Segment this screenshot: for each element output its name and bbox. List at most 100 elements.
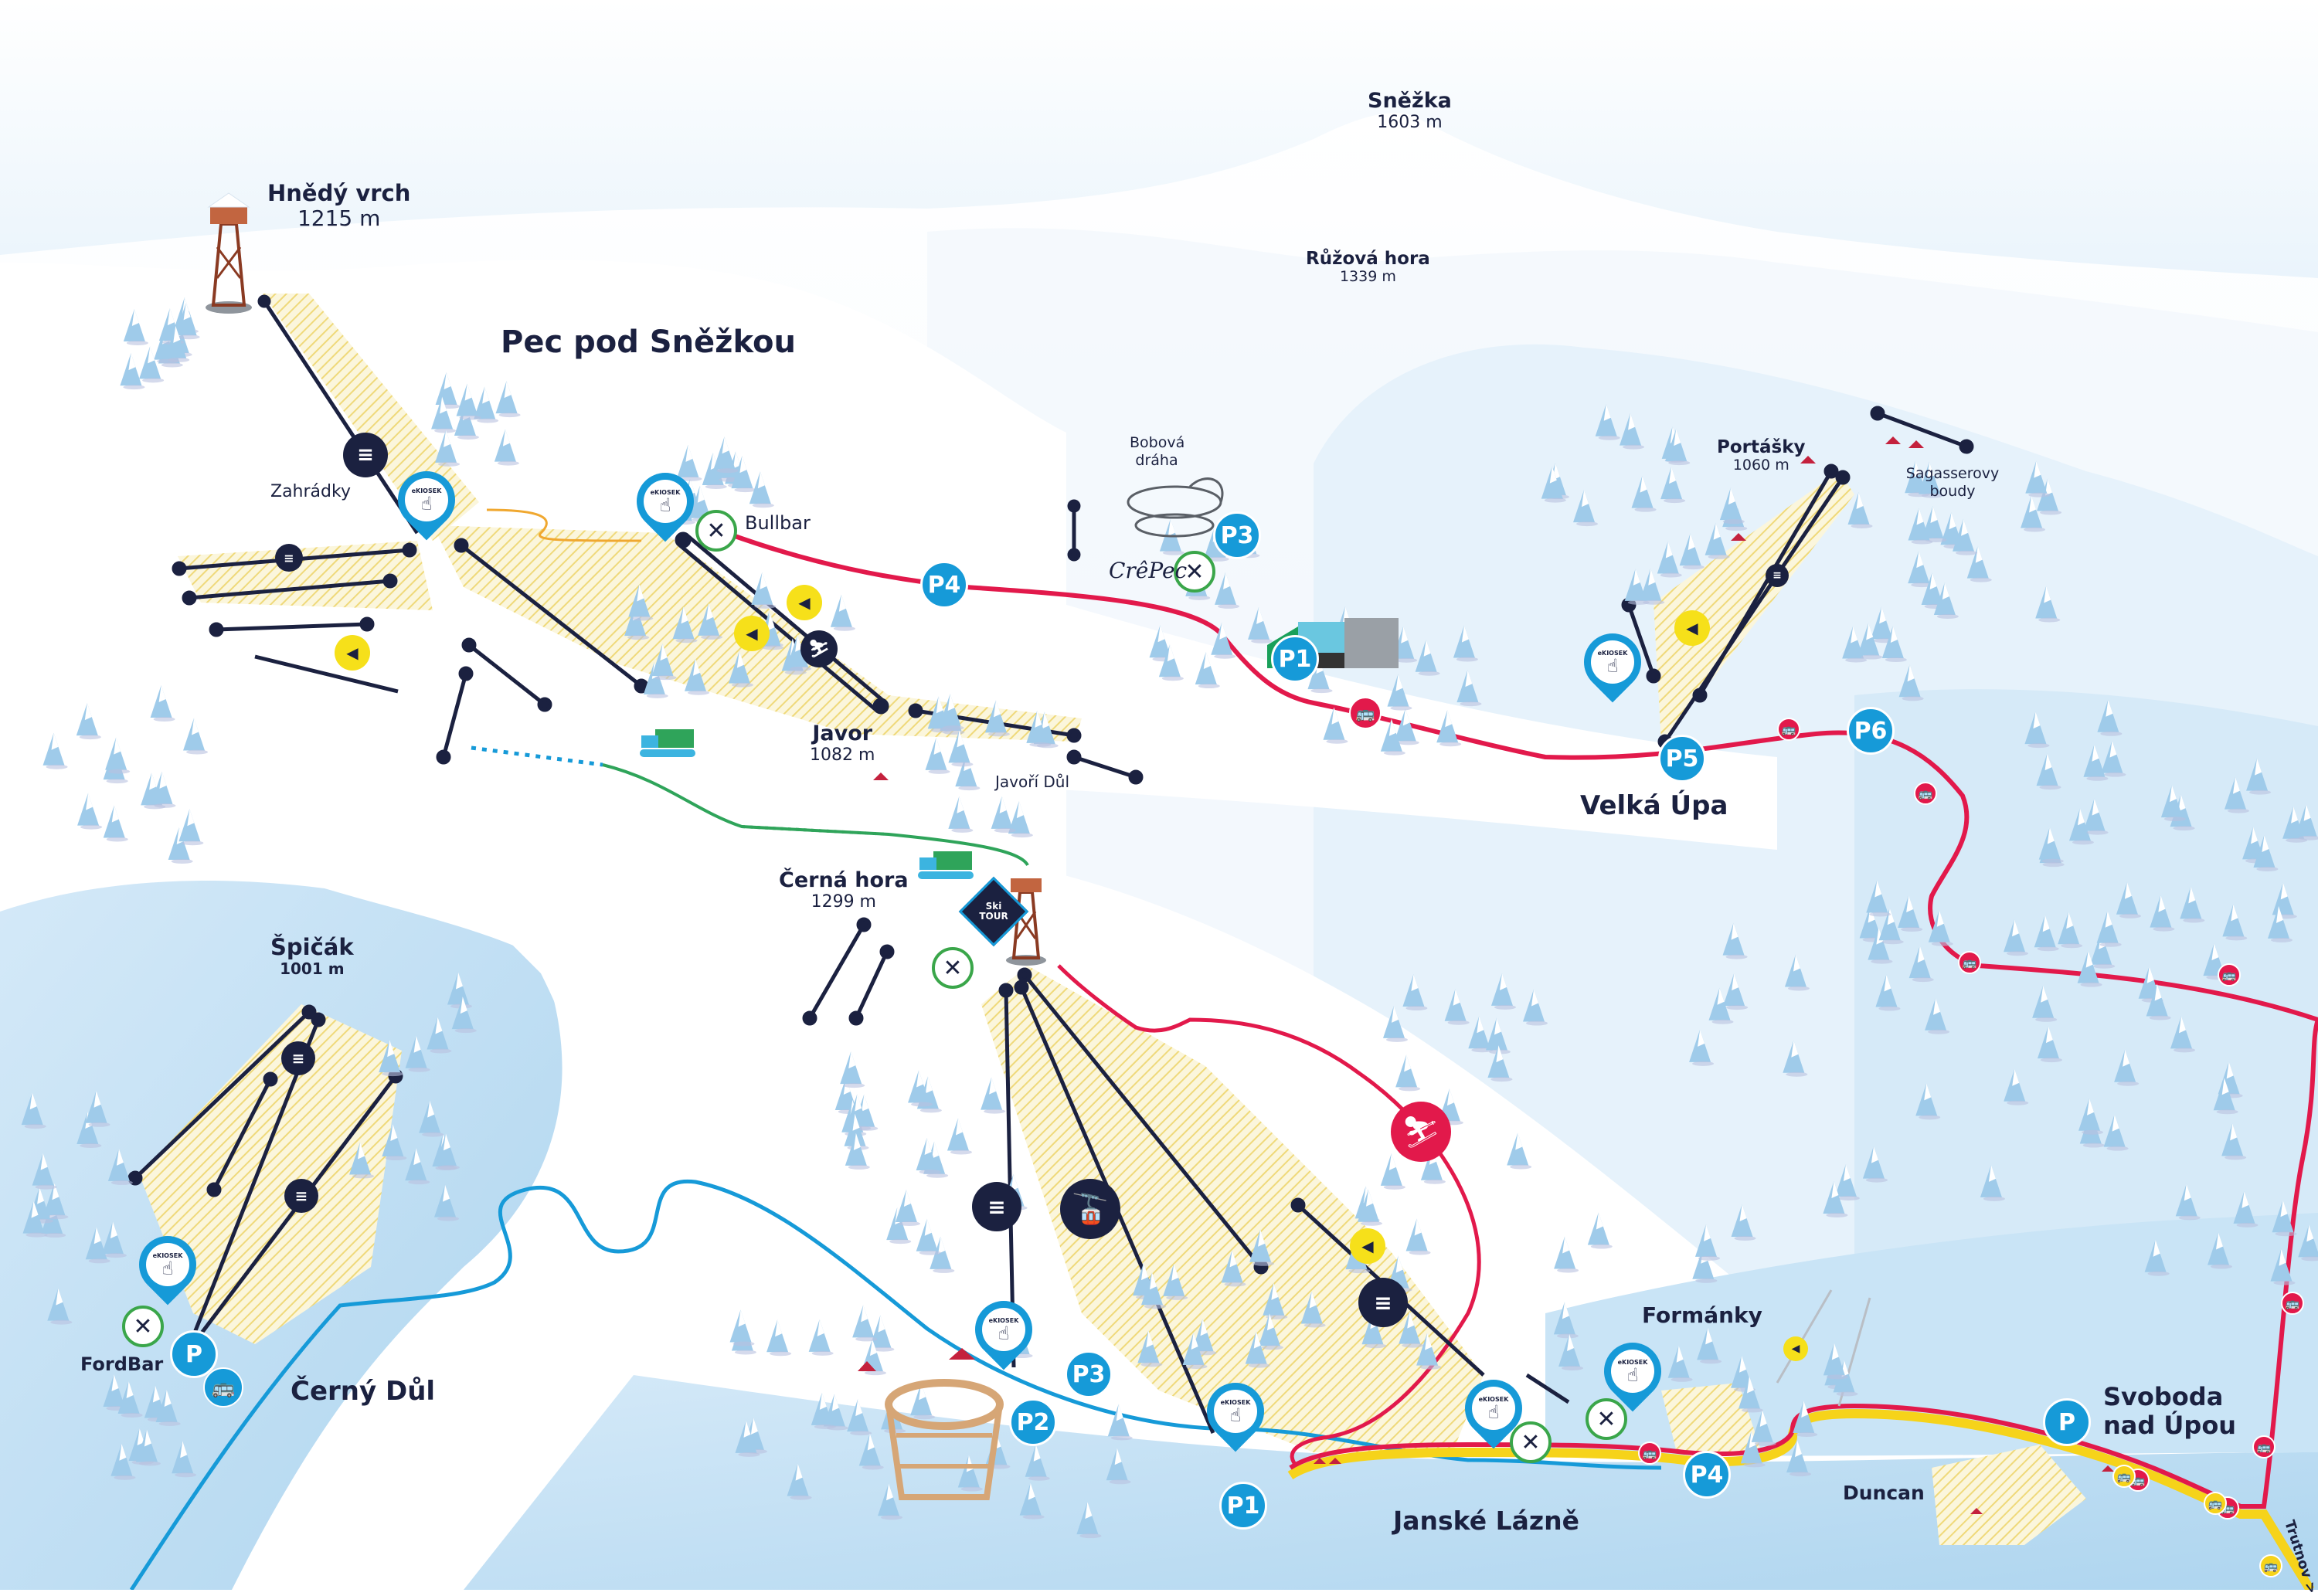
peak-elevation: 1299 m [811, 892, 876, 912]
chairlift-spicak-top-icon[interactable]: ≡ [281, 1041, 315, 1075]
restaurant-fordbar-label[interactable]: FordBar [80, 1353, 164, 1375]
peak-elevation: 1082 m [810, 745, 875, 766]
peak-spicak: Špičák 1001 m [270, 934, 354, 978]
night-skiing-icon: ◀ [787, 585, 822, 620]
fork-knife-icon: ✕ [1521, 1428, 1541, 1456]
peak-hnedy-vrch: Hnědý vrch 1215 m [267, 180, 411, 232]
bus-stop-icon[interactable]: 🚌 [1638, 1441, 1661, 1465]
parking-p5[interactable]: P5 [1658, 735, 1706, 783]
fork-knife-icon: ✕ [1184, 558, 1205, 586]
peak-name: Portášky [1717, 437, 1806, 457]
peak-name: Černá hora [779, 868, 909, 892]
place-javori-dul: Javoří Důl [995, 773, 1069, 791]
bus-stop-yellow-icon[interactable]: 🚌 [2204, 1492, 2227, 1515]
ekiosek-janske-p1[interactable]: eKIOSEK☝ [1195, 1370, 1276, 1457]
pec-ridge [46, 344, 1777, 865]
parking-p3-janske[interactable]: P3 [1065, 1350, 1113, 1398]
restaurant-bullbar-icon[interactable]: ✕ [695, 510, 737, 552]
chairlift-hnedy-vrch-icon[interactable]: ≡ [343, 433, 388, 477]
peak-ruzova-hora: Růžová hora 1339 m [1306, 249, 1430, 286]
parking-p1-janske[interactable]: P1 [1219, 1482, 1267, 1530]
chairlift-spicak-low-icon[interactable]: ≡ [284, 1179, 318, 1213]
parking-p4-janske[interactable]: P4 [1683, 1451, 1731, 1499]
parking-p3-pec[interactable]: P3 [1213, 511, 1261, 559]
ekiosek-janske-p3[interactable]: eKIOSEK☝ [963, 1289, 1045, 1375]
peak-cerna-hora: Černá hora 1299 m [779, 868, 909, 912]
chairlift-janske-east-icon[interactable]: ≡ [1358, 1278, 1408, 1327]
bus-stop-icon[interactable]: 🚌 [2281, 1292, 2304, 1315]
stezka-v-oblacich-tower [885, 1379, 1004, 1500]
restaurant-formanky-icon[interactable]: ✕ [1586, 1398, 1627, 1440]
bus-stop-yellow-icon[interactable]: 🚌 [2112, 1465, 2136, 1488]
peak-name: Sněžka [1368, 89, 1452, 113]
chairlift-cerna-hora-icon[interactable]: ≡ [972, 1182, 1021, 1231]
restaurant-crepec-icon[interactable]: ✕ [1174, 551, 1215, 593]
bus-stop-icon[interactable]: 🚌 [1914, 782, 1937, 805]
night-skiing-icon: ◀ [1783, 1336, 1808, 1361]
peak-elevation: 1603 m [1377, 113, 1443, 133]
fork-knife-icon: ✕ [706, 517, 726, 545]
kiosk-label: eKIOSEK [411, 487, 442, 494]
night-skiing-icon: ◀ [1350, 1228, 1385, 1264]
place-sagasserovy-boudy: Sagasserovy boudy [1905, 465, 2000, 500]
peak-elevation: 1339 m [1339, 268, 1396, 286]
slope-spicak [139, 1004, 402, 1344]
bus-stop-icon[interactable]: 🚌 [1958, 951, 1981, 974]
sled-trail-orange [486, 508, 642, 542]
parking-p6[interactable]: P6 [1847, 707, 1895, 755]
xc-trail-dotted [471, 745, 603, 767]
parking-p2-janske[interactable]: P2 [1009, 1398, 1057, 1446]
parking-p-svoboda[interactable]: P [2043, 1398, 2091, 1446]
bus-stop-yellow-icon[interactable]: 🚌 [2259, 1554, 2282, 1577]
restaurant-bullbar-label[interactable]: Bullbar [745, 512, 811, 534]
ekiosek-spicak[interactable]: eKIOSEK☝ [127, 1224, 209, 1310]
ekiosek-janske-east[interactable]: eKIOSEK☝ [1453, 1367, 1535, 1454]
road-main [1287, 1408, 2315, 1590]
peak-elevation: 1060 m [1732, 457, 1789, 474]
hand-icon: ☝ [1487, 1401, 1500, 1423]
restaurant-crepec-label[interactable]: CrêPec [1109, 558, 1188, 583]
kiosk-label: eKIOSEK [1478, 1395, 1509, 1403]
xc-trail-dotted-2 [741, 825, 889, 836]
town-velka-upa: Velká Úpa [1580, 790, 1728, 821]
sled-run-icon[interactable]: ⛷ [1391, 1102, 1451, 1162]
parking-p1-pec[interactable]: P1 [1271, 635, 1319, 683]
slope-duncan [1932, 1445, 2086, 1545]
restaurant-janske-icon[interactable]: ✕ [1510, 1421, 1552, 1463]
hnedy-vrch-tower [206, 192, 252, 314]
peak-name: Hnědý vrch [267, 180, 411, 206]
bus-stop-icon[interactable]: 🚌 [2218, 963, 2241, 986]
ekiosek-zahradky[interactable]: eKIOSEK☝ [386, 459, 467, 545]
hand-icon: ☝ [1606, 654, 1619, 677]
bus-stop-icon[interactable]: 🚌 [1349, 697, 1382, 729]
place-zahradky: Zahrádky [270, 482, 351, 501]
chairlift-portasky-icon[interactable]: ≡ [1766, 564, 1789, 587]
chairlift-zahradky-icon[interactable]: ≡ [275, 544, 303, 572]
restaurant-cerna-hora-icon[interactable]: ✕ [932, 947, 974, 989]
gondola-cerna-hora-icon[interactable]: 🚡 [1060, 1179, 1120, 1239]
fork-knife-icon: ✕ [133, 1312, 153, 1340]
ekiosek-velka-upa[interactable]: eKIOSEK☝ [1572, 621, 1654, 708]
place-formanky: Formánky [1642, 1302, 1762, 1328]
restaurant-fordbar-icon[interactable]: ✕ [122, 1306, 164, 1347]
ekiosek-bullbar[interactable]: eKIOSEK☝ [624, 460, 706, 547]
slope-formanky [1661, 1383, 1762, 1452]
bus-stop-icon[interactable]: 🚌 [2252, 1435, 2276, 1458]
hand-icon: ☝ [420, 492, 433, 514]
parking-p-cerny-dul[interactable]: P [170, 1330, 218, 1378]
bus-stop-cerny-dul-icon[interactable]: 🚌 [203, 1367, 243, 1408]
draglift-javor-icon[interactable]: ⛷ [800, 630, 838, 667]
place-bobova-draha: Bobová dráha [1130, 434, 1185, 469]
kiosk-label: eKIOSEK [1220, 1398, 1251, 1406]
ekiosek-formanky[interactable]: eKIOSEK☝ [1592, 1330, 1674, 1417]
cerna-hora-tower [1006, 878, 1046, 966]
bus-stop-icon[interactable]: 🚌 [1777, 718, 1800, 741]
peak-name: Růžová hora [1306, 249, 1430, 269]
peak-javor: Javor 1082 m [810, 722, 875, 765]
houses [858, 436, 2114, 1514]
snow-groomer-icon [918, 851, 974, 879]
peak-name: Špičák [270, 934, 354, 960]
parking-p4-pec[interactable]: P4 [920, 561, 968, 609]
bobova-draha-track [1127, 477, 1224, 538]
